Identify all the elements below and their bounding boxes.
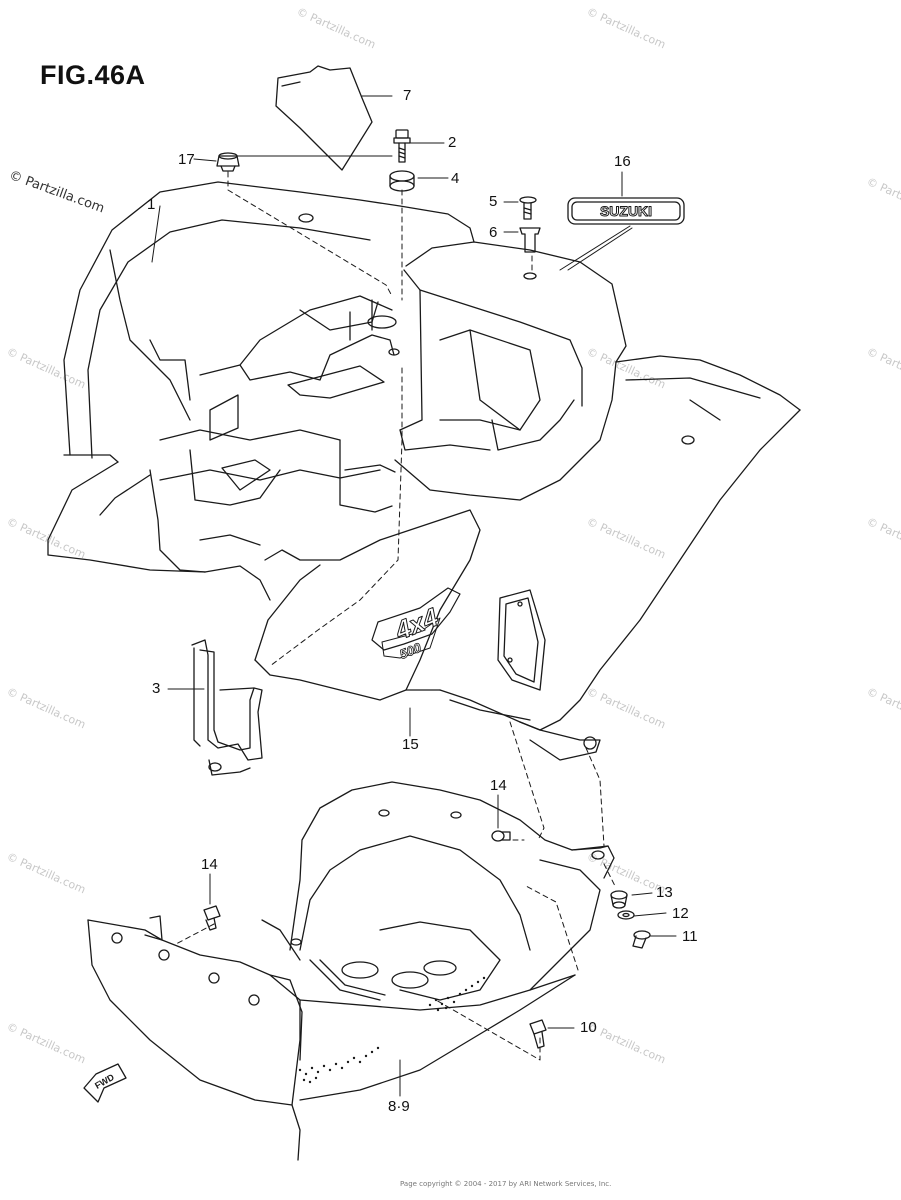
callout-13: 13 xyxy=(656,884,673,901)
leader-lines xyxy=(151,95,677,1097)
part-3-bracket xyxy=(191,639,263,776)
figure-title: FIG.46A xyxy=(40,60,146,90)
part-13-collar xyxy=(610,890,628,909)
part-10-bolt xyxy=(529,1019,547,1049)
callout-6: 6 xyxy=(489,224,498,241)
callout-11: 11 xyxy=(682,928,698,945)
part-6-collar xyxy=(519,227,541,253)
callout-4: 4 xyxy=(451,170,460,187)
callout-1: 1 xyxy=(147,196,156,213)
callout-16: 16 xyxy=(614,153,631,170)
callout-5: 5 xyxy=(489,193,498,210)
forward-arrow-icon xyxy=(83,1063,127,1103)
part-14-bolt-lower xyxy=(203,905,221,931)
callout-17: 17 xyxy=(178,151,195,168)
callout-10: 10 xyxy=(580,1019,597,1036)
part-15-decal xyxy=(371,587,461,659)
part-16-emblem xyxy=(559,197,685,271)
part-1-rear-fender xyxy=(47,181,801,761)
copyright-footer: Page copyright © 2004 - 2017 by ARI Netw… xyxy=(400,1180,612,1188)
callout-12: 12 xyxy=(672,905,689,922)
callout-14-lower: 14 xyxy=(201,856,218,873)
part-11-screw xyxy=(632,930,651,949)
callout-15: 15 xyxy=(402,736,419,753)
callout-2: 2 xyxy=(448,134,457,151)
callout-7: 7 xyxy=(403,87,412,104)
callout-14-upper: 14 xyxy=(490,777,507,794)
assembly-dashed-lines xyxy=(175,171,617,1061)
part-2-bolt xyxy=(393,129,411,163)
tread-texture xyxy=(298,976,486,1084)
part-7-flap xyxy=(275,65,373,171)
part-12-washer xyxy=(617,910,635,920)
part-4-grommet xyxy=(389,170,415,192)
callout-3: 3 xyxy=(152,680,161,697)
part-5-screw xyxy=(519,196,537,220)
callout-8-9: 8·9 xyxy=(388,1098,410,1115)
part-8-9-floorboard xyxy=(87,781,615,1161)
suzuki-emblem-text: SUZUKI xyxy=(600,203,652,219)
